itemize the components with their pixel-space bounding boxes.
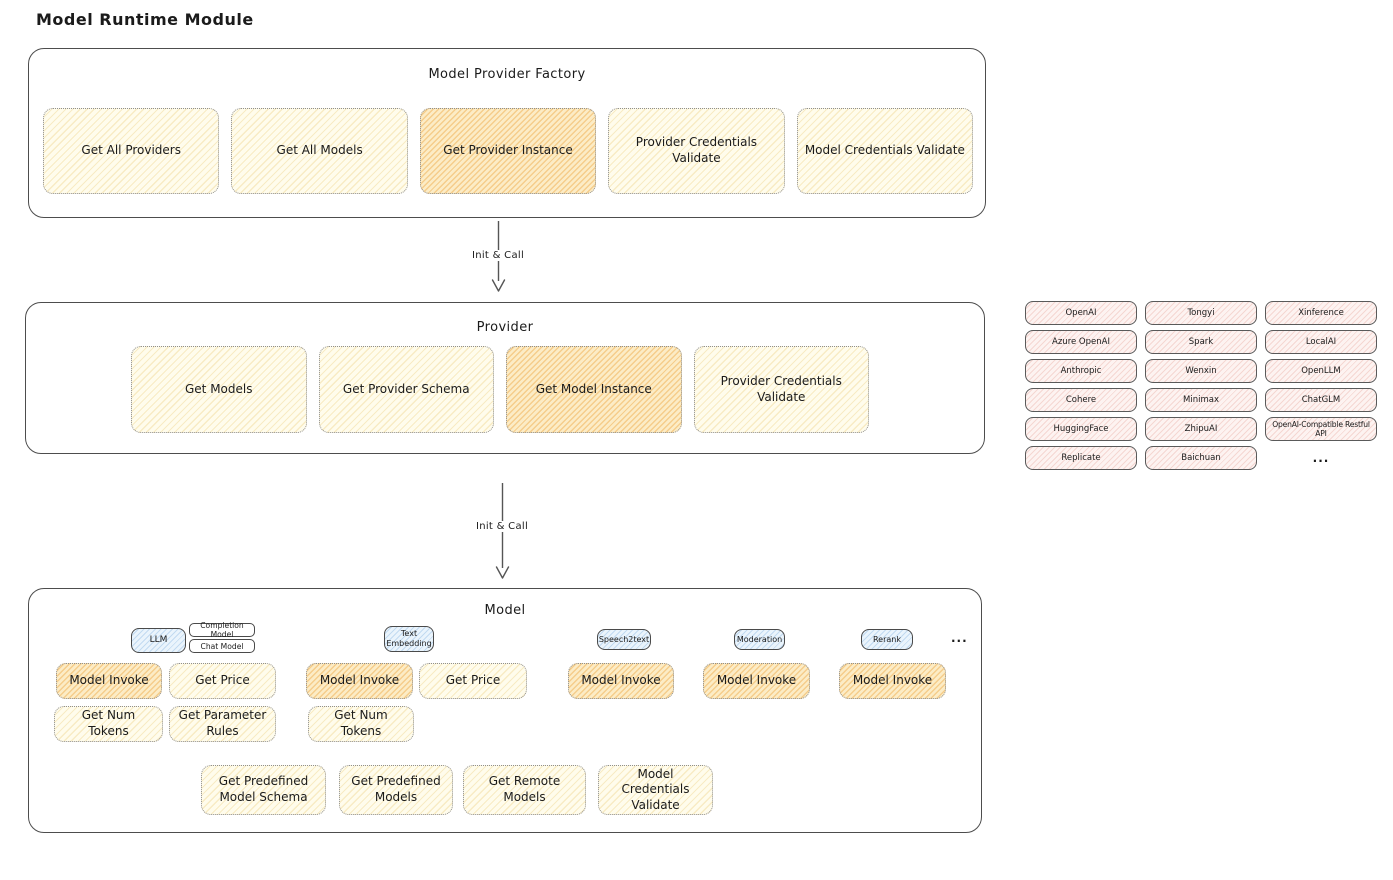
rerank-op-model-invoke: Model Invoke xyxy=(839,663,946,699)
tab-llm: LLM xyxy=(131,628,186,653)
tab-rerank: Rerank xyxy=(861,629,913,650)
factory-title: Model Provider Factory xyxy=(428,67,586,82)
provider-box-get-models: Get Models xyxy=(131,346,307,433)
provider-list-grid: OpenAI Tongyi Xinference Azure OpenAI Sp… xyxy=(1025,301,1377,470)
moderation-op-model-invoke: Model Invoke xyxy=(703,663,810,699)
embedding-op-get-price: Get Price xyxy=(419,663,527,699)
page-title: Model Runtime Module xyxy=(36,10,254,29)
common-op-model-credentials-validate: Model Credentials Validate xyxy=(598,765,713,815)
provider-title: Provider xyxy=(476,320,534,335)
model-frame: Model LLM Completion Model Chat Model Te… xyxy=(28,588,982,833)
model-title: Model xyxy=(484,603,526,618)
provider-item-baichuan: Baichuan xyxy=(1145,446,1257,470)
provider-item-zhipuai: ZhipuAI xyxy=(1145,417,1257,441)
tab-text-embedding: Text Embedding xyxy=(384,626,434,652)
llm-op-get-num-tokens: Get Num Tokens xyxy=(54,706,163,742)
provider-item-wenxin: Wenxin xyxy=(1145,359,1257,383)
embedding-op-model-invoke: Model Invoke xyxy=(306,663,413,699)
arrow-label-init-call-1: Init & Call xyxy=(466,250,530,261)
common-op-get-predefined-models: Get Predefined Models xyxy=(339,765,453,815)
provider-item-chatglm: ChatGLM xyxy=(1265,388,1377,412)
speech2text-op-model-invoke: Model Invoke xyxy=(568,663,674,699)
common-op-get-remote-models: Get Remote Models xyxy=(463,765,586,815)
tab-chat-model: Chat Model xyxy=(189,639,255,653)
factory-frame: Model Provider Factory Get All Providers… xyxy=(28,48,986,218)
tab-speech2text: Speech2text xyxy=(597,629,651,650)
factory-box-get-all-models: Get All Models xyxy=(231,108,408,194)
factory-box-get-all-providers: Get All Providers xyxy=(43,108,220,194)
factory-box-get-provider-instance: Get Provider Instance xyxy=(419,108,597,194)
arrow-label-init-call-2: Init & Call xyxy=(470,521,534,532)
provider-item-tongyi: Tongyi xyxy=(1145,301,1257,325)
provider-box-provider-credentials-validate: Provider Credentials Validate xyxy=(693,346,869,433)
tabs-ellipsis: ... xyxy=(951,631,968,645)
llm-op-get-price: Get Price xyxy=(169,663,276,699)
provider-item-azure-openai: Azure OpenAI xyxy=(1025,330,1137,354)
provider-box-row: Get Models Get Provider Schema Get Model… xyxy=(131,346,869,433)
provider-item-cohere: Cohere xyxy=(1025,388,1137,412)
embedding-op-get-num-tokens: Get Num Tokens xyxy=(308,706,414,742)
provider-item-openai-compatible: OpenAI-Compatible Restful API xyxy=(1265,417,1377,441)
provider-item-spark: Spark xyxy=(1145,330,1257,354)
common-op-get-predefined-model-schema: Get Predefined Model Schema xyxy=(201,765,326,815)
provider-frame: Provider Get Models Get Provider Schema … xyxy=(25,302,985,454)
provider-list-ellipsis: ... xyxy=(1312,451,1330,465)
factory-box-provider-credentials-validate: Provider Credentials Validate xyxy=(608,108,785,194)
provider-item-huggingface: HuggingFace xyxy=(1025,417,1137,441)
provider-item-anthropic: Anthropic xyxy=(1025,359,1137,383)
provider-item-replicate: Replicate xyxy=(1025,446,1137,470)
factory-box-row: Get All Providers Get All Models Get Pro… xyxy=(43,108,974,194)
factory-box-model-credentials-validate: Model Credentials Validate xyxy=(796,108,974,194)
tab-completion-model: Completion Model xyxy=(189,621,255,639)
provider-item-openllm: OpenLLM xyxy=(1265,359,1377,383)
provider-item-openai: OpenAI xyxy=(1025,301,1137,325)
provider-box-get-provider-schema: Get Provider Schema xyxy=(318,346,494,433)
provider-box-get-model-instance: Get Model Instance xyxy=(506,346,682,433)
llm-op-model-invoke: Model Invoke xyxy=(56,663,162,699)
provider-item-localai: LocalAI xyxy=(1265,330,1377,354)
provider-item-minimax: Minimax xyxy=(1145,388,1257,412)
provider-item-xinference: Xinference xyxy=(1265,301,1377,325)
tab-moderation: Moderation xyxy=(734,629,785,650)
llm-op-get-parameter-rules: Get Parameter Rules xyxy=(169,706,276,742)
